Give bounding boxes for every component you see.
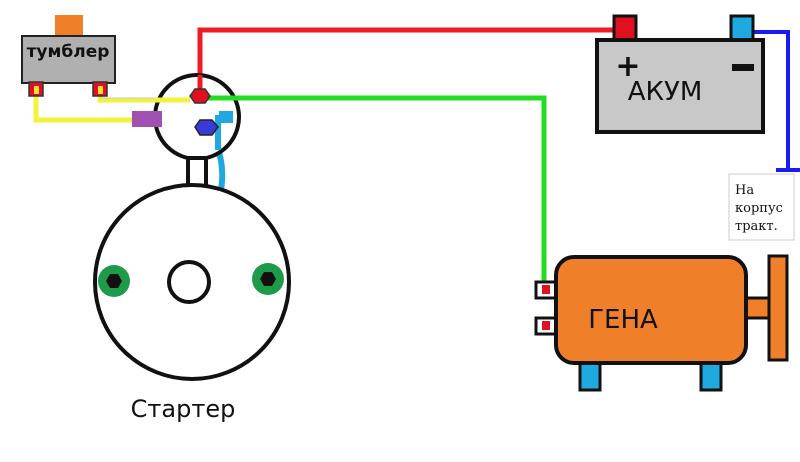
- solenoid-red-terminal: [189, 88, 211, 104]
- switch-body[interactable]: [21, 35, 116, 84]
- battery-positive-post: [612, 14, 638, 42]
- yellow-wire-left: [33, 95, 140, 123]
- ground-note-line2: корпус: [735, 201, 783, 216]
- battery-negative-post: [729, 14, 755, 42]
- cyan-terminal-tab: [219, 111, 233, 123]
- generator-terminal-bottom-inner: [542, 321, 550, 330]
- switch-pin-right-inner: [98, 86, 103, 94]
- blue-wire: [748, 30, 790, 170]
- switch-pin-left-inner: [34, 86, 39, 94]
- ground-note-line3: тракт.: [735, 219, 778, 234]
- starter-center-hole: [167, 260, 211, 304]
- generator-body: [554, 255, 748, 365]
- ground-note-line1: На: [735, 183, 754, 198]
- generator-terminal-top-inner: [542, 285, 550, 294]
- switch-label: тумблер: [27, 42, 110, 62]
- battery-positive-sign: +: [615, 49, 640, 84]
- starter-label: Стартер: [131, 395, 236, 423]
- ground-note-box: [728, 173, 795, 241]
- solenoid-blue-terminal: [194, 119, 219, 136]
- red-wire: [197, 27, 628, 98]
- battery-negative-sign: [732, 64, 754, 71]
- battery-label: АКУМ: [628, 77, 703, 107]
- starter-left-bolt: [98, 265, 130, 297]
- starter-right-bolt: [252, 263, 284, 295]
- generator-label: ГЕНА: [588, 305, 658, 335]
- switch-cap: [55, 15, 83, 35]
- purple-terminal: [132, 111, 162, 127]
- battery-body: [595, 38, 765, 134]
- green-wire: [205, 95, 547, 288]
- generator-pulley: [767, 254, 789, 362]
